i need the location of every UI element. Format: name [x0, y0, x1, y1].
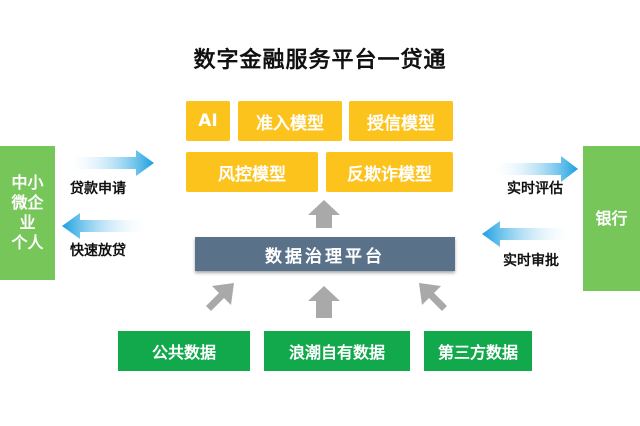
- smes-line-4: 个人: [11, 233, 44, 252]
- diagram-title: 数字金融服务平台一贷通: [193, 48, 447, 73]
- realtime-approve-label: 实时审批: [503, 253, 559, 269]
- smes-line-3: 业: [19, 213, 36, 232]
- thirdparty-to-platform-arrow: [419, 283, 447, 311]
- inspur-own-data-box: 浪潮自有数据: [264, 331, 410, 371]
- smes-line-1: 中小: [11, 173, 44, 192]
- credit-model-box: 授信模型: [349, 101, 453, 141]
- apply-arrow: [65, 150, 154, 176]
- bank-box: 银行: [583, 146, 640, 291]
- access-model-box: 准入模型: [238, 101, 342, 141]
- risk-model-box: 风控模型: [186, 152, 318, 192]
- ai-model-box: AI: [186, 101, 230, 141]
- antifraud-model-box: 反欺诈模型: [326, 152, 453, 192]
- data-governance-platform: 数据治理平台: [195, 237, 455, 271]
- smes-line-2: 微企: [11, 193, 44, 212]
- inspur-to-platform-arrow: [308, 286, 340, 318]
- fast-loan-label: 快速放贷: [70, 243, 126, 259]
- smes-individuals-box: 中小 微企 业 个人: [0, 146, 55, 280]
- approve-arrow: [482, 221, 575, 247]
- platform-to-models-arrow: [308, 200, 340, 228]
- public-to-platform-arrow: [206, 283, 234, 311]
- realtime-eval-label: 实时评估: [507, 181, 563, 197]
- loan-application-label: 贷款申请: [70, 181, 126, 197]
- fast-loan-arrow: [62, 213, 150, 239]
- third-party-data-box: 第三方数据: [424, 331, 532, 371]
- public-data-box: 公共数据: [118, 331, 250, 371]
- eval-arrow: [490, 156, 578, 182]
- bank-label: 银行: [595, 208, 628, 228]
